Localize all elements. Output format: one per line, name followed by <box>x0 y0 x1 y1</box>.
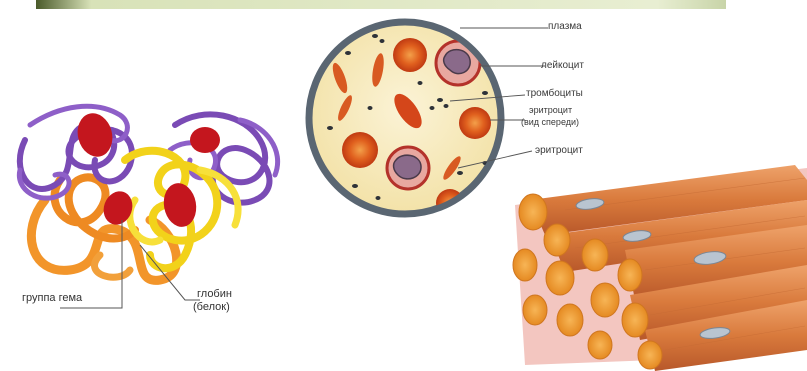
platelet <box>368 106 373 110</box>
platelet <box>418 81 423 85</box>
platelet <box>482 91 488 95</box>
fiber-end <box>618 259 642 291</box>
platelet <box>352 184 358 188</box>
muscle-tissue-diagram <box>505 160 807 371</box>
fiber-end <box>591 283 619 317</box>
fiber-end <box>546 261 574 295</box>
platelet <box>380 39 385 43</box>
fiber-end <box>622 303 648 337</box>
fiber-end <box>557 304 583 336</box>
erythrocyte-cell <box>393 38 427 72</box>
fiber-end <box>519 194 547 230</box>
platelet <box>376 196 381 200</box>
fiber-end <box>513 249 537 281</box>
heme-group-2 <box>190 127 220 153</box>
platelet <box>430 106 435 110</box>
erythrocyte-front-label-line2: (вид спереди) <box>521 118 579 127</box>
leukocyte-label: лейкоцит <box>541 61 584 71</box>
fiber-end <box>544 224 570 256</box>
platelet <box>444 104 449 108</box>
erythrocyte-cell <box>342 132 378 168</box>
platelet <box>457 171 463 175</box>
hemoglobin-diagram <box>0 80 300 320</box>
fiber-end <box>588 331 612 359</box>
plasma-label: плазма <box>548 22 582 32</box>
platelet <box>437 98 443 102</box>
globin-label-line1: глобин <box>197 289 232 300</box>
platelet <box>372 34 378 38</box>
globin-label-line2: (белок) <box>193 302 230 313</box>
fiber-end <box>638 341 662 369</box>
leukocyte-nucleus <box>394 155 422 179</box>
platelet <box>345 51 351 55</box>
erythrocyte-front-label-line1: эритроцит <box>529 106 572 115</box>
fiber-end <box>582 239 608 271</box>
platelet <box>327 126 333 130</box>
platelets-label: тромбоциты <box>526 89 583 99</box>
erythrocyte-label: эритроцит <box>535 146 583 156</box>
fiber-end <box>523 295 547 325</box>
globin-orange-chain-3 <box>94 255 130 277</box>
erythrocyte-cell <box>459 107 491 139</box>
heme-group-label: группа гема <box>22 293 82 304</box>
